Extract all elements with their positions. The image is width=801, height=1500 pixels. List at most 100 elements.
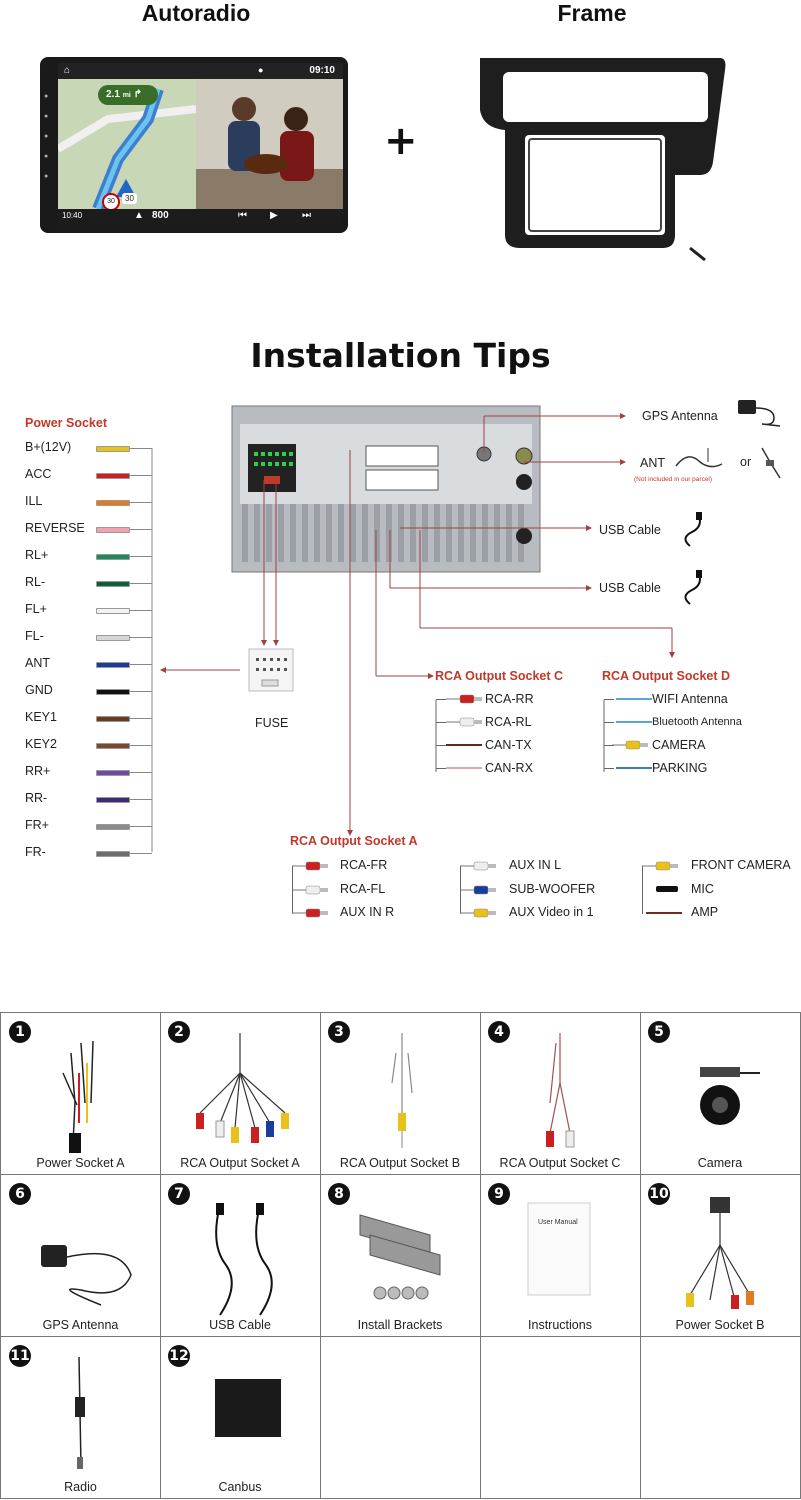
fuse-label: FUSE <box>255 716 289 730</box>
connection-lines <box>151 413 675 852</box>
item-number: 4 <box>488 1021 510 1043</box>
item-caption: Instructions <box>528 1318 592 1332</box>
install-brackets-icon <box>359 1214 441 1300</box>
wire-swatch <box>96 824 130 830</box>
fuse-icon <box>248 648 294 692</box>
wire-swatch <box>96 797 130 803</box>
item-caption: GPS Antenna <box>42 1318 119 1332</box>
usb-cable-icon-1 <box>684 512 702 547</box>
bracket-tick <box>130 664 152 665</box>
bracket-tick <box>130 853 152 854</box>
empty-cell <box>480 1337 641 1499</box>
item-caption: Radio <box>64 1480 97 1494</box>
rca-d-label: CAMERA <box>652 738 706 752</box>
bracket-tick <box>130 772 152 773</box>
wire-swatch <box>616 698 652 700</box>
item-number: 2 <box>168 1021 190 1043</box>
item-number: 8 <box>328 1183 350 1205</box>
play-icon[interactable]: ▶ <box>270 210 278 221</box>
head-unit-back <box>231 405 541 573</box>
bracket-tick <box>130 826 152 827</box>
wire-swatch <box>96 446 130 452</box>
bracket-tick <box>130 610 152 611</box>
wire-swatch <box>616 721 652 723</box>
bracket-tick <box>130 502 152 503</box>
bracket-tick <box>130 637 152 638</box>
bracket-tick <box>604 768 614 769</box>
rca-a-label: FRONT CAMERA <box>691 858 791 872</box>
rca-output-socket-a-icon <box>196 1033 289 1143</box>
wire-swatch <box>96 743 130 749</box>
rca-d-label: Bluetooth Antenna <box>652 716 742 728</box>
power-socket-label: GND <box>25 683 53 697</box>
status-bar: ⌂ 09:10 ● <box>58 63 343 79</box>
turn-banner: 2.1 mi ↱ <box>98 85 158 105</box>
bracket-tick <box>604 745 614 746</box>
rca-a-label: AUX Video in 1 <box>509 905 594 919</box>
item-caption: Power Socket A <box>36 1156 125 1170</box>
location-icon: ● <box>258 65 264 75</box>
bracket-tick <box>436 768 446 769</box>
power-socket-label: FR+ <box>25 818 49 832</box>
bracket-tick <box>130 583 152 584</box>
video-panel[interactable] <box>196 79 343 209</box>
bracket-tick <box>130 799 152 800</box>
rca-plug-icon <box>292 861 328 871</box>
screen: ⌂ 09:10 ● 2.1 mi ↱ 30 30 <box>58 63 343 225</box>
radio-icon <box>75 1356 85 1469</box>
power-socket-title: Power Socket <box>25 416 107 430</box>
bracket-tick <box>604 699 614 700</box>
item-caption: USB Cable <box>209 1318 271 1332</box>
power-socket-label: FL- <box>25 629 44 643</box>
wire-swatch <box>96 689 130 695</box>
rca-plug-icon <box>460 885 496 894</box>
manual-title: User Manual <box>538 1219 578 1226</box>
installation-title: Installation Tips <box>250 336 551 375</box>
rca-c-label: RCA-RR <box>485 692 534 706</box>
bracket-line <box>642 866 643 914</box>
item-number: 6 <box>9 1183 31 1205</box>
next-track-icon[interactable]: ⏭ <box>302 210 311 221</box>
ant-adapter-icon <box>761 447 781 479</box>
distance-unit: mi <box>122 92 131 99</box>
autoradio-title: Autoradio <box>141 0 251 26</box>
wire-swatch <box>96 770 130 776</box>
power-socket-a-icon <box>62 1040 94 1153</box>
rca-plug-icon <box>642 861 678 871</box>
home-icon[interactable]: ⌂ <box>64 65 71 76</box>
bracket-tick <box>436 722 446 723</box>
bracket-tick <box>604 722 614 723</box>
rca-a-label: RCA-FL <box>340 881 386 896</box>
item-number: 12 <box>168 1345 190 1367</box>
or-label: or <box>740 455 752 469</box>
rca-c-label: RCA-RL <box>485 715 532 729</box>
gps-antenna-label: GPS Antenna <box>642 409 718 423</box>
item-number: 10 <box>648 1183 670 1205</box>
autoradio-image: ⌂ 09:10 ● 2.1 mi ↱ 30 30 <box>40 57 348 233</box>
power-socket-label: ANT <box>25 656 50 670</box>
usb-cable-label-2: USB Cable <box>599 581 661 595</box>
map-panel[interactable]: 2.1 mi ↱ 30 30 <box>58 79 197 212</box>
wire-swatch <box>96 716 130 722</box>
rca-d-title: RCA Output Socket D <box>602 669 731 683</box>
item-caption: RCA Output Socket A <box>180 1156 300 1170</box>
prev-track-icon[interactable]: ⏮ <box>238 210 247 221</box>
rca-a-label: SUB-WOOFER <box>509 881 596 896</box>
wire-swatch <box>96 635 130 641</box>
rca-plug-icon <box>292 908 328 918</box>
empty-cell <box>320 1337 481 1499</box>
item-caption: Install Brackets <box>357 1318 443 1332</box>
wire-swatch <box>96 500 130 506</box>
power-socket-label: B+(12V) <box>25 440 72 454</box>
power-socket-label: ILL <box>25 494 43 508</box>
power-socket-label: RR+ <box>25 764 51 778</box>
item-number: 3 <box>328 1021 350 1043</box>
item-number: 1 <box>9 1021 31 1043</box>
